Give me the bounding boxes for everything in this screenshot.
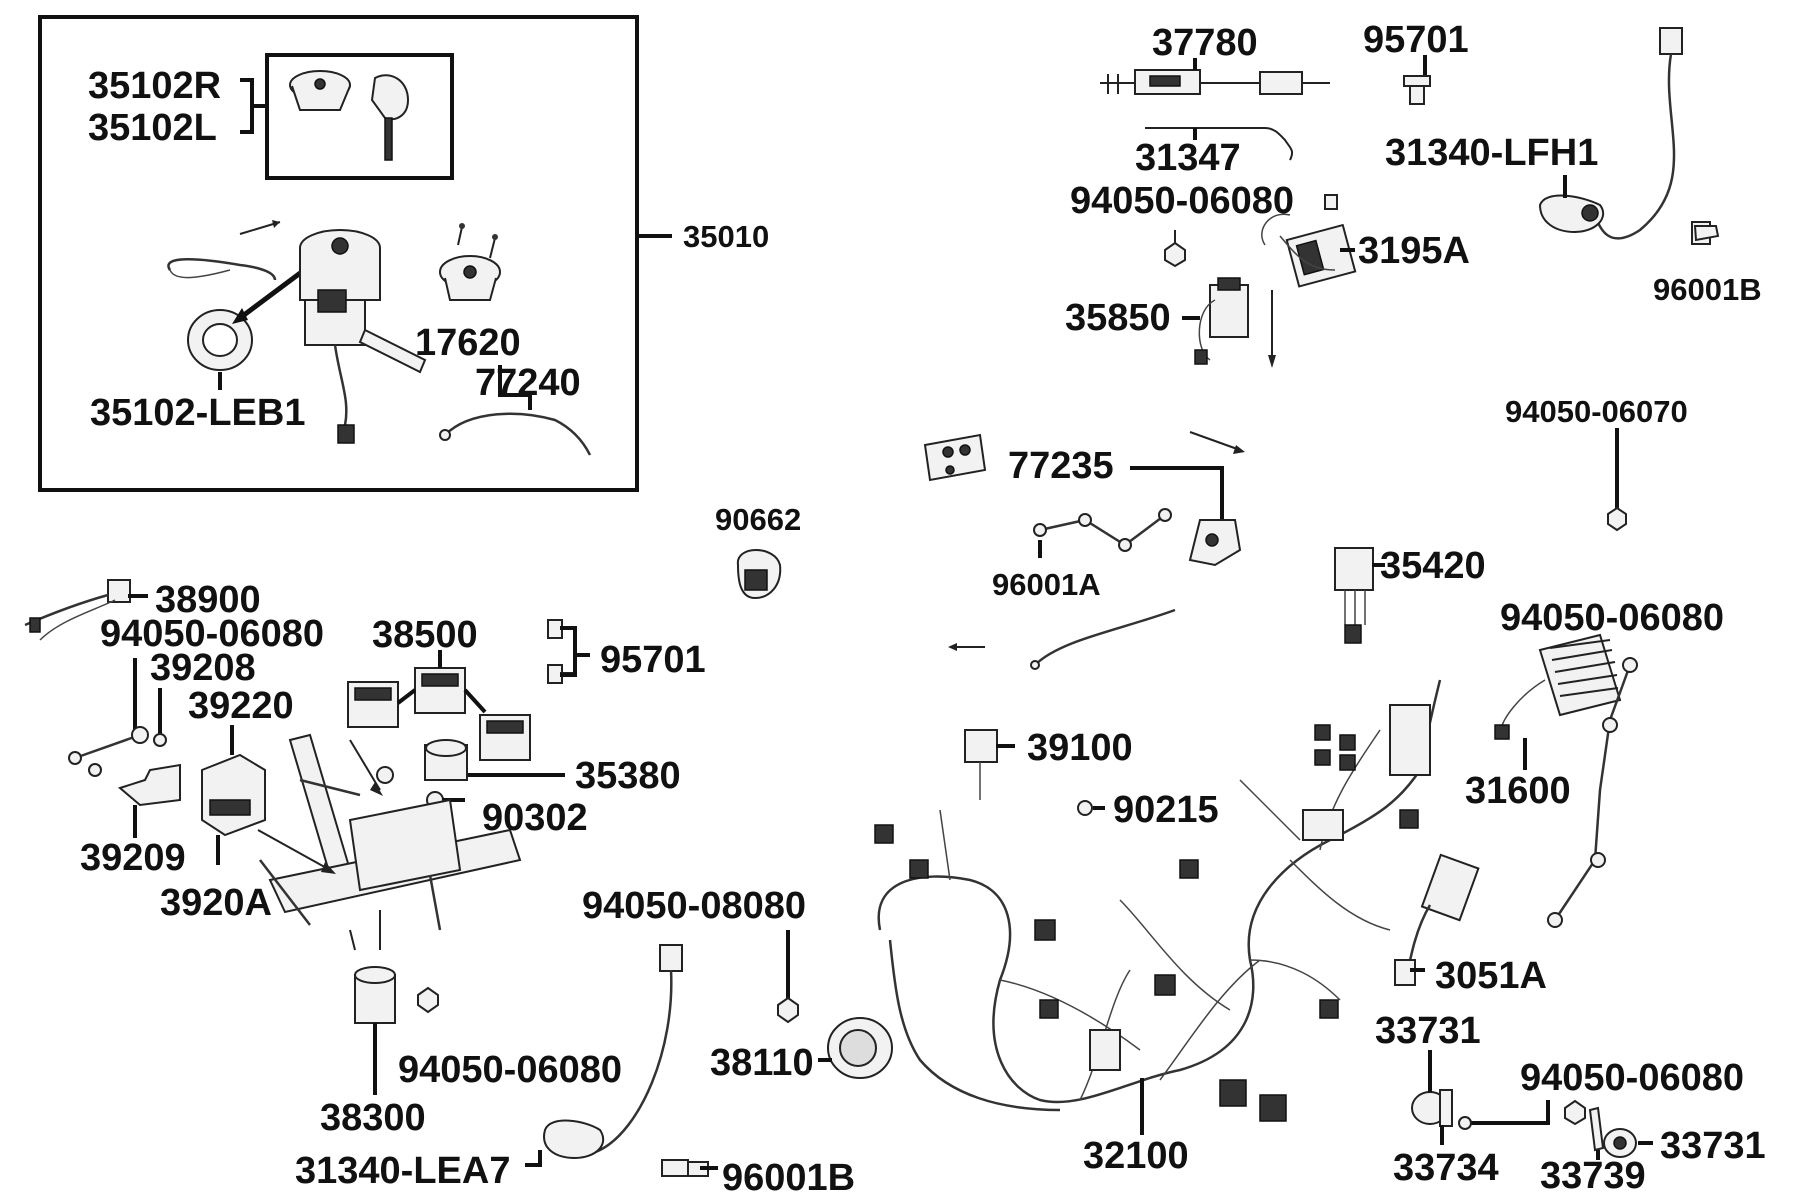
label-31340-LEA7: 31340-LEA7 xyxy=(295,1150,510,1192)
label-39208: 39208 xyxy=(150,647,256,689)
label-90215: 90215 xyxy=(1113,789,1219,831)
label-94050-06080-top: 94050-06080 xyxy=(1070,180,1294,222)
label-38500: 38500 xyxy=(372,614,478,656)
label-90662: 90662 xyxy=(715,502,801,537)
label-33739: 33739 xyxy=(1540,1155,1646,1197)
ecu-39220-part xyxy=(201,753,266,837)
horn-38110-part xyxy=(827,1017,893,1079)
sensor-lfh1-part xyxy=(1538,27,1683,240)
sensor-lea7-part xyxy=(543,944,683,1160)
label-3051A: 3051A xyxy=(1435,955,1547,997)
label-96001B-bottom: 96001B xyxy=(722,1157,855,1199)
label-35380: 35380 xyxy=(575,755,681,797)
bolt-96001b-part xyxy=(1691,221,1720,245)
label-95701-mid: 95701 xyxy=(600,639,706,681)
pickup-33731-part xyxy=(1411,1089,1453,1127)
capacitor-38300-part xyxy=(354,966,396,1024)
nut-94050-06080-part xyxy=(1164,230,1186,268)
switch-cover-part xyxy=(439,255,501,301)
label-3920A: 3920A xyxy=(160,882,272,924)
label-33734: 33734 xyxy=(1393,1147,1499,1189)
pickup-33731b-part xyxy=(1603,1128,1637,1158)
label-96001A: 96001A xyxy=(992,567,1101,602)
label-39100: 39100 xyxy=(1027,727,1133,769)
bolt-96001b-bottom-part xyxy=(661,1159,709,1177)
relay-group-38500-part xyxy=(347,667,531,761)
stop-switch-rod-part xyxy=(1100,58,1330,95)
label-31600: 31600 xyxy=(1465,770,1571,812)
key-cap-part xyxy=(289,70,351,111)
label-35850: 35850 xyxy=(1065,297,1171,339)
label-39220: 39220 xyxy=(188,685,294,727)
label-94050-08080: 94050-08080 xyxy=(582,885,806,927)
label-35102R: 35102R xyxy=(88,65,221,107)
label-17620: 17620 xyxy=(415,322,521,364)
label-33731-top: 33731 xyxy=(1375,1010,1481,1052)
label-39209: 39209 xyxy=(80,837,186,879)
clamp-90662-part xyxy=(736,549,782,600)
frame-bracket-part xyxy=(259,733,522,951)
label-32100: 32100 xyxy=(1083,1135,1189,1177)
label-33731-bottom: 33731 xyxy=(1660,1125,1766,1167)
label-94050-06080-bottomleft: 94050-06080 xyxy=(398,1049,622,1091)
ignition-cylinder-part xyxy=(299,229,427,444)
label-35102L: 35102L xyxy=(88,107,217,149)
regulator-31600-part xyxy=(1494,633,1622,740)
key-blank-inner-box xyxy=(265,53,454,180)
label-37780: 37780 xyxy=(1152,22,1258,64)
bolt-95701-part xyxy=(1403,75,1431,105)
label-94050-06080-left: 94050-06080 xyxy=(100,613,324,655)
label-35010: 35010 xyxy=(683,219,769,254)
ignition-coil-3051a-part xyxy=(1394,853,1480,986)
ignition-switch-kit-box xyxy=(38,15,639,492)
label-77240: 77240 xyxy=(475,362,581,404)
label-31347: 31347 xyxy=(1135,137,1241,179)
seat-lock-part xyxy=(923,433,987,482)
label-38900: 38900 xyxy=(155,579,261,621)
label-77235: 77235 xyxy=(1008,445,1114,487)
key-part xyxy=(370,74,410,161)
label-35420: 35420 xyxy=(1380,545,1486,587)
label-94050-06080-bottomright: 94050-06080 xyxy=(1520,1057,1744,1099)
label-96001B-right: 96001B xyxy=(1653,272,1762,307)
label-94050-06080-right: 94050-06080 xyxy=(1500,597,1724,639)
wire-harness-32100-part xyxy=(874,679,1442,1122)
relay-35420-part xyxy=(1334,547,1374,644)
start-relay-35850-part xyxy=(1194,277,1249,365)
ring-seal-part xyxy=(187,309,253,371)
label-38300: 38300 xyxy=(320,1097,426,1139)
bolts-95701-part xyxy=(547,619,575,684)
label-35102-LEB1: 35102-LEB1 xyxy=(90,392,305,434)
label-90302: 90302 xyxy=(482,797,588,839)
label-38110: 38110 xyxy=(710,1042,814,1084)
label-31340-LFH1: 31340-LFH1 xyxy=(1385,132,1598,174)
label-94050-06070: 94050-06070 xyxy=(1505,394,1688,429)
switch-35380-part xyxy=(424,739,468,781)
label-95701-top: 95701 xyxy=(1363,19,1469,61)
socket-38900-part xyxy=(24,579,131,641)
label-3195A: 3195A xyxy=(1358,230,1470,272)
lock-bracket-part xyxy=(1188,519,1242,567)
